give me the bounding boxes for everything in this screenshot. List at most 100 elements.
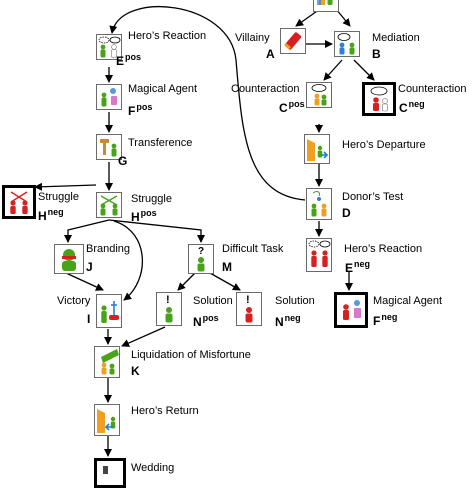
transference-code: G (118, 155, 127, 167)
departure-icon (307, 139, 329, 161)
liquidation-letter: K (131, 364, 140, 378)
struggle-icon (100, 195, 118, 216)
counteraction-pos-label: Counteraction (231, 83, 300, 95)
magical-agent-pos-letter: F (128, 104, 136, 118)
solution-neg-label: Solution (275, 295, 315, 307)
heros-return-label: Hero’s Return (131, 405, 199, 417)
solution-neg-letter: N (275, 315, 284, 329)
heros-departure-label: Hero’s Departure (342, 139, 426, 151)
transference-letter: G (118, 154, 128, 168)
solution-pos-sup: pos (202, 313, 219, 323)
struggle-neg-label: Struggle (38, 191, 79, 203)
transference-icon (100, 139, 117, 157)
edge-m-to-nneg (209, 272, 241, 291)
villainy-code: A (266, 48, 275, 60)
struggle-neg-node (2, 185, 36, 219)
hero-reaction-icon (98, 36, 121, 58)
difficult-task-letter: M (222, 260, 232, 274)
struggle-pos-label: Struggle (131, 193, 172, 205)
hero-reaction-pos-sup: pos (125, 52, 142, 62)
magical-agent-pos-sup: pos (136, 102, 153, 112)
victory-node (96, 294, 122, 328)
magical-agent-neg-sup: neg (381, 312, 398, 322)
struggle-pos-letter: H (131, 210, 140, 224)
heros-departure-node (304, 134, 330, 164)
hero-reaction-neg-icon (308, 240, 331, 267)
solution-neg-sup: neg (284, 313, 301, 323)
solution-pos-label: Solution (193, 295, 233, 307)
edge-j-to-i (65, 272, 104, 291)
edge-d-to-e-curve (109, 5, 306, 201)
edge-b-to-cpos (323, 59, 343, 81)
mediation-node (334, 31, 360, 57)
counteraction-neg-node (362, 82, 396, 116)
solution-pos-code: Npos (193, 312, 219, 328)
liquidation-icon (101, 349, 119, 375)
hero-reaction-neg-code: Eneg (345, 258, 370, 274)
struggle-neg-icon (10, 191, 28, 214)
solution-pos-node: ! (156, 292, 182, 326)
liquidation-code: K (131, 365, 140, 377)
top-box-node (313, 0, 339, 12)
struggle-pos-code: Hpos (131, 207, 157, 223)
liquidation-node (94, 346, 120, 378)
villainy-letter: A (266, 47, 275, 61)
wedding-node (94, 458, 126, 488)
hero-reaction-neg-sup: neg (354, 259, 371, 269)
solution-icon: ! (165, 294, 173, 323)
difficult-task-icon: ? (197, 246, 205, 272)
edge-npos-to-k (121, 326, 166, 347)
magical-agent-pos-label: Magical Agent (128, 83, 198, 95)
villainy-icon (284, 32, 302, 50)
hero-reaction-neg-node (306, 238, 332, 272)
villainy-label: Villainy (235, 32, 270, 44)
edge-h-to-hneg (34, 182, 97, 191)
difficult-task-label: Difficult Task (222, 243, 284, 255)
counteraction-pos-letter: C (279, 101, 288, 115)
mediation-letter: B (372, 47, 381, 61)
magical-agent-neg-icon (343, 300, 361, 320)
counteraction-neg-icon (370, 86, 388, 112)
transference-node (96, 134, 122, 160)
magical-agent-icon (101, 88, 117, 107)
svg-text:?: ? (198, 246, 204, 257)
transference-label: Transference (128, 137, 193, 149)
heros-return-node (94, 404, 120, 436)
branding-code: J (86, 261, 93, 273)
counteraction-neg-letter: C (399, 101, 408, 115)
struggle-neg-letter: H (38, 209, 47, 223)
counteraction-icon (311, 84, 327, 106)
victory-letter: I (87, 312, 91, 326)
branding-icon (62, 249, 76, 271)
hero-reaction-pos-letter: E (116, 54, 125, 68)
struggle-neg-sup: neg (47, 207, 64, 217)
mediation-label: Mediation (372, 32, 420, 44)
struggle-neg-code: Hneg (38, 206, 64, 222)
svg-text:!: ! (166, 294, 170, 306)
return-icon (97, 409, 116, 433)
svg-text:!: ! (246, 294, 250, 306)
edge-b-to-cneg (353, 59, 375, 81)
edge-h-to-m (108, 219, 205, 243)
mediation-icon (337, 33, 355, 55)
donors-test-letter: D (342, 206, 351, 220)
difficult-task-code: M (222, 261, 232, 273)
difficult-task-node: ? (188, 244, 214, 274)
counteraction-pos-sup: pos (288, 99, 305, 109)
villainy-node (280, 28, 306, 54)
solution-neg-code: Nneg (275, 312, 301, 328)
hero-reaction-pos-label: Hero’s Reaction (128, 30, 207, 42)
solution-pos-letter: N (193, 315, 202, 329)
magical-agent-pos-code: Fpos (128, 101, 152, 117)
edge-h-to-i-curve (113, 220, 144, 301)
magical-agent-neg-letter: F (373, 314, 381, 328)
counteraction-neg-label: Counteraction (398, 83, 467, 95)
wedding-icon (103, 466, 108, 474)
branding-letter: J (86, 260, 93, 274)
mediation-code: B (372, 48, 381, 60)
donors-test-icon (311, 191, 327, 217)
hero-and-donor-icon (317, 0, 333, 5)
edge-h-to-j (64, 219, 110, 243)
hero-reaction-neg-letter: E (345, 261, 354, 275)
